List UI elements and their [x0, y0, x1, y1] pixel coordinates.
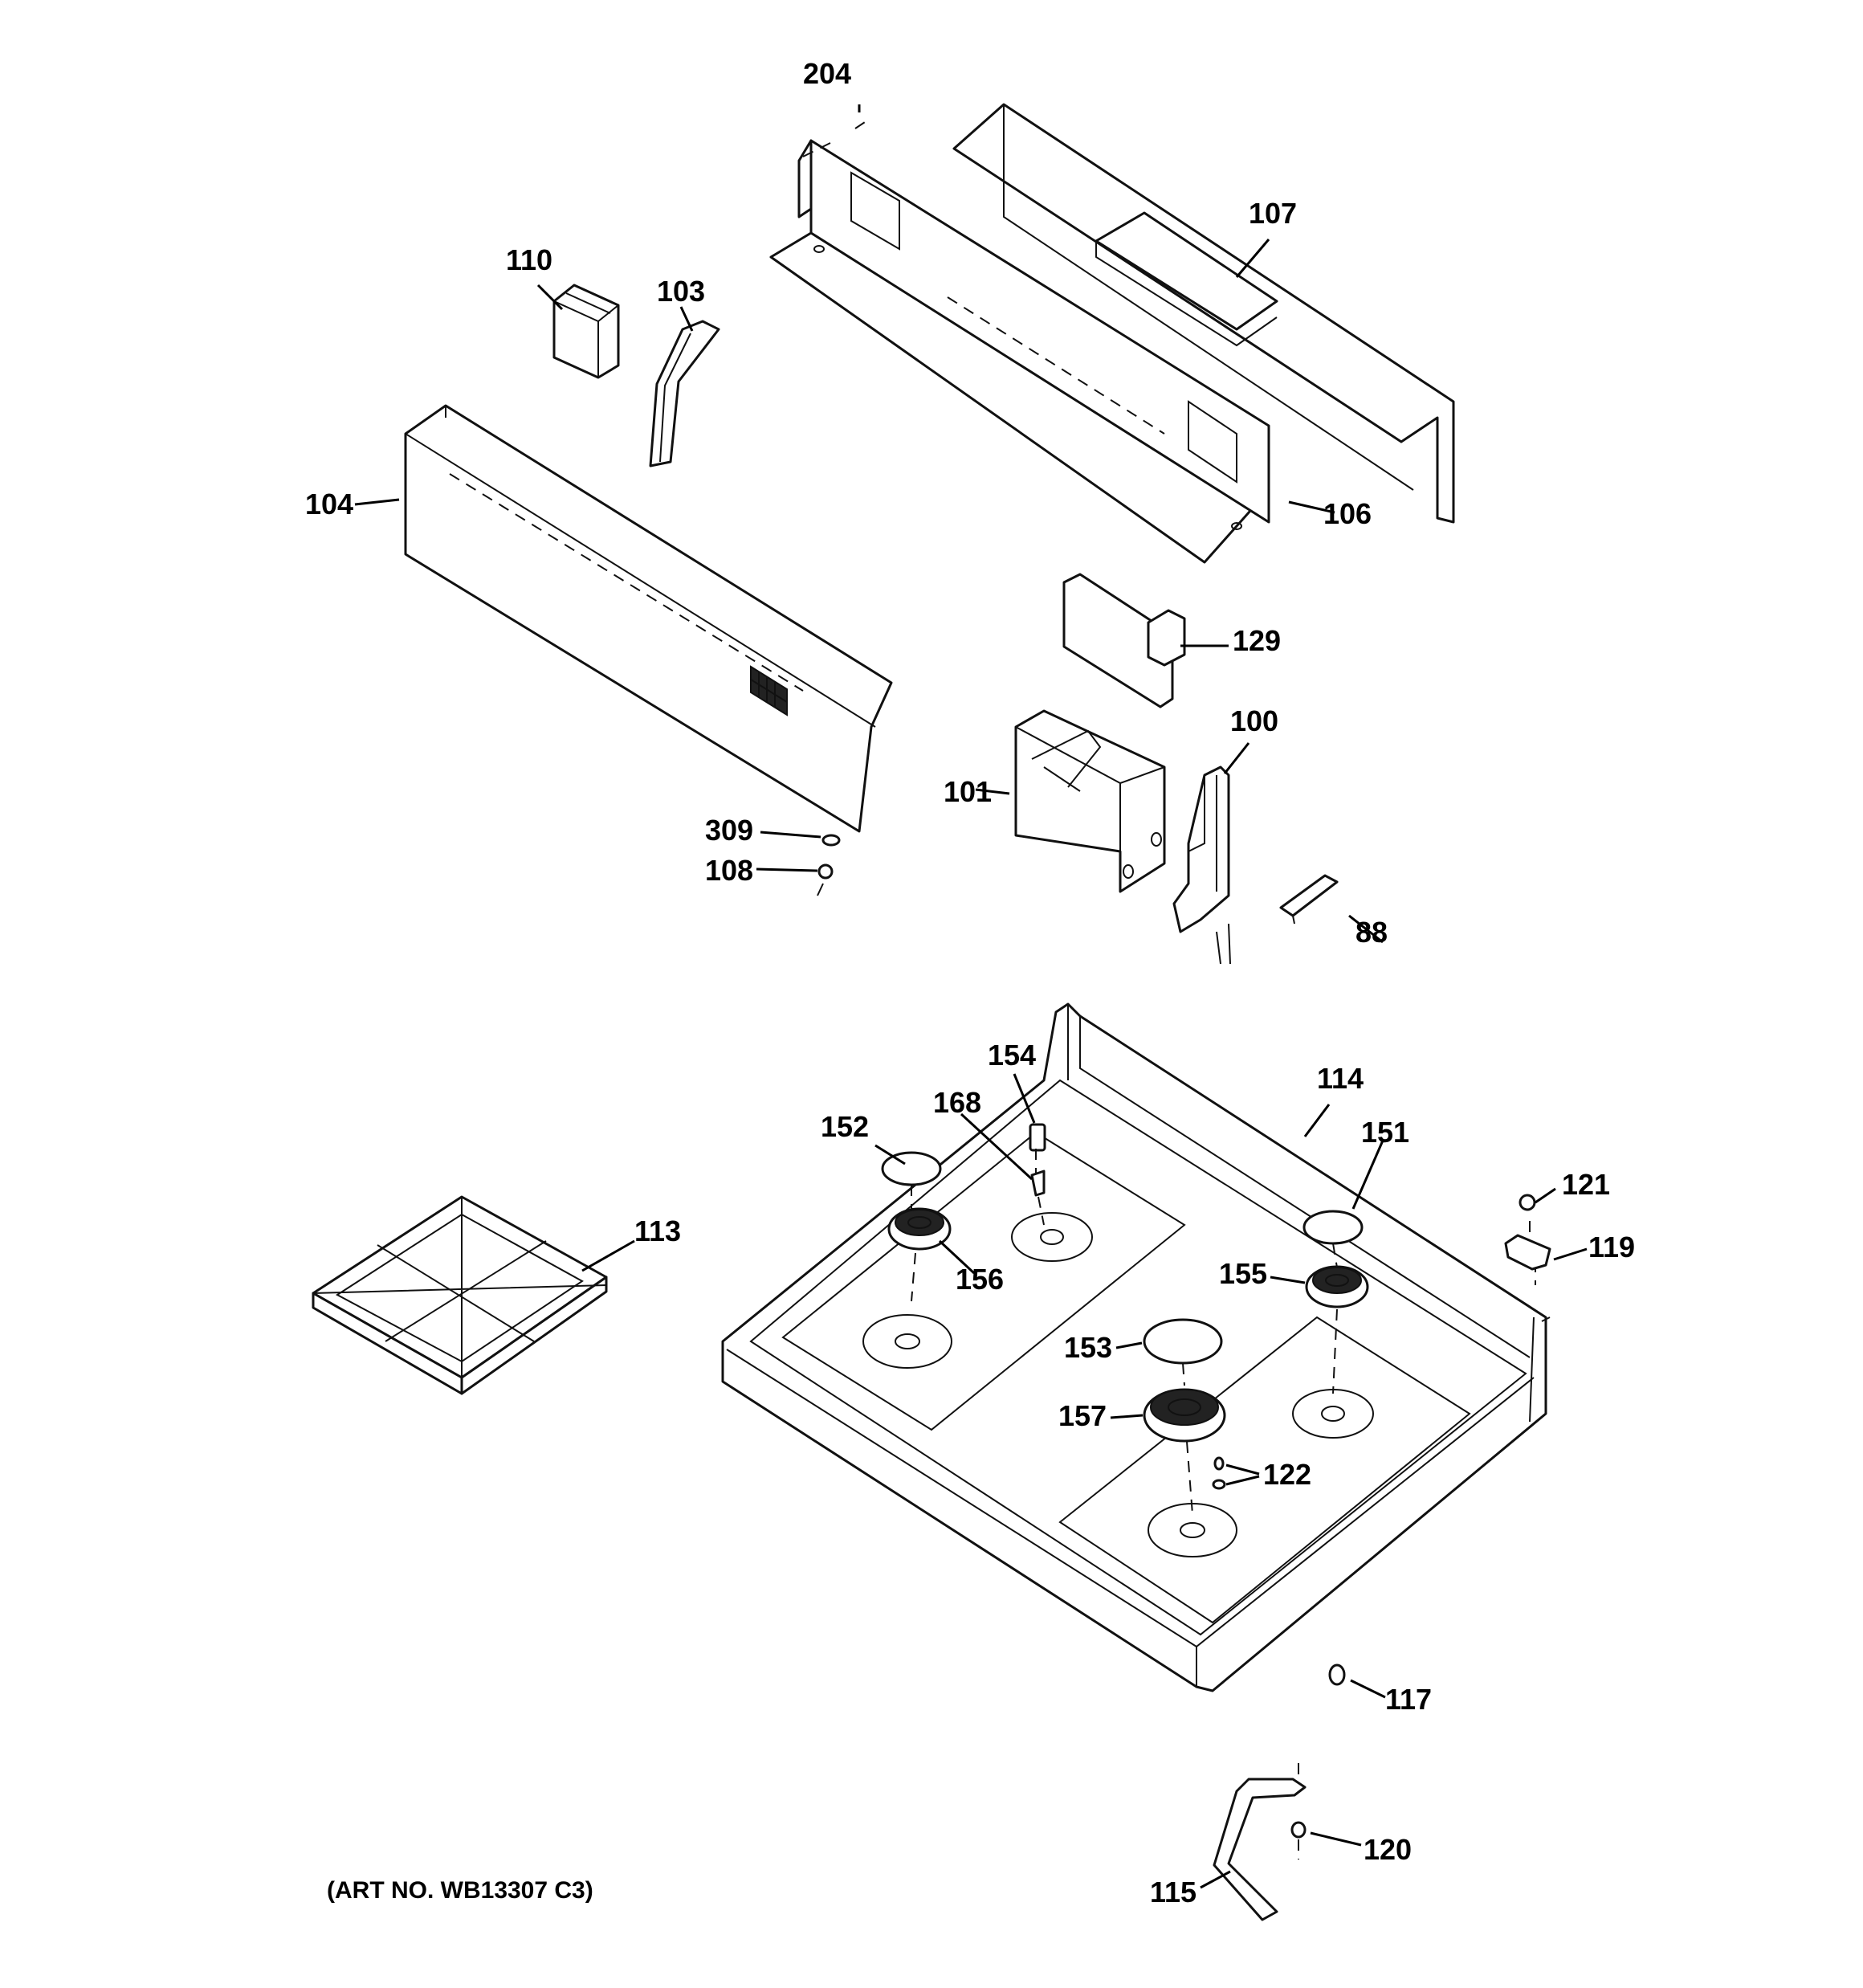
callout-100: 100: [1230, 704, 1278, 737]
callout-204: 204: [803, 57, 851, 90]
part-104-backguard: [404, 404, 893, 833]
part-152-burner-cap: [881, 1151, 942, 1186]
burner-port-front-right: [1148, 1503, 1237, 1557]
callout-153: 153: [1064, 1331, 1112, 1364]
callout-110: 110: [506, 243, 552, 276]
callout-106: 106: [1323, 497, 1372, 530]
part-156-burner-head: [887, 1207, 952, 1251]
callout-168: 168: [933, 1086, 981, 1119]
callout-151: 151: [1361, 1116, 1409, 1149]
callout-104: 104: [305, 488, 353, 520]
part-100-side-bracket: [1172, 765, 1231, 965]
part-119-bracket: [1504, 1234, 1551, 1271]
callout-101: 101: [944, 775, 992, 808]
callout-309: 309: [705, 814, 753, 847]
callout-114: 114: [1317, 1062, 1364, 1095]
callout-117: 117: [1385, 1683, 1432, 1716]
callout-107: 107: [1249, 197, 1297, 230]
callout-108: 108: [705, 854, 753, 887]
callout-103: 103: [657, 275, 705, 308]
part-117-nut: [1328, 1663, 1346, 1686]
part-108-screw: [817, 863, 834, 896]
part-114-cooktop: [721, 1002, 1551, 1692]
part-157-burner-head: [1143, 1388, 1226, 1443]
part-107-rear-panel: [952, 103, 1455, 524]
callout-115: 115: [1150, 1876, 1196, 1908]
callout-155: 155: [1219, 1257, 1267, 1290]
part-309-washer: [821, 834, 841, 847]
burner-port-front-left: [862, 1314, 952, 1369]
callout-156: 156: [956, 1263, 1004, 1296]
part-155-burner-head: [1305, 1265, 1369, 1308]
callout-120: 120: [1364, 1833, 1412, 1866]
part-151-burner-cap: [1302, 1210, 1364, 1245]
leader-lines: [354, 104, 1588, 1889]
part-115-gas-tube: [1213, 1778, 1307, 1921]
callout-113: 113: [634, 1214, 681, 1247]
part-153-burner-cap: [1143, 1318, 1223, 1365]
part-113-grate: [312, 1195, 608, 1395]
callout-157: 157: [1058, 1399, 1107, 1432]
callout-122: 122: [1263, 1458, 1311, 1491]
callout-119: 119: [1588, 1231, 1635, 1263]
part-154-orifice: [1029, 1123, 1046, 1152]
callout-152: 152: [821, 1110, 869, 1143]
callout-154: 154: [988, 1039, 1036, 1072]
burner-port-rear-left: [1011, 1212, 1093, 1262]
part-122-fasteners: [1212, 1456, 1226, 1490]
part-103-bracket: [649, 320, 720, 467]
callout-88: 88: [1355, 916, 1388, 949]
part-110-ignition-module: [552, 284, 620, 379]
part-168-electrode: [1030, 1170, 1046, 1197]
part-121-screw: [1519, 1194, 1536, 1211]
callout-121: 121: [1562, 1168, 1610, 1201]
callout-129: 129: [1233, 624, 1281, 657]
part-129-control-board: [1062, 573, 1186, 708]
part-120-screw: [1290, 1821, 1307, 1839]
part-106-panel-frame: [769, 139, 1270, 564]
part-101-mounting-bracket: [1014, 709, 1166, 893]
vent-grille: [750, 665, 788, 716]
art-number: (ART NO. WB13307 C3): [327, 1877, 593, 1904]
part-88-clip: [1279, 874, 1339, 925]
callout-labels: 204 107 110 103 104 106 129 100 101 309 …: [305, 57, 1635, 1908]
